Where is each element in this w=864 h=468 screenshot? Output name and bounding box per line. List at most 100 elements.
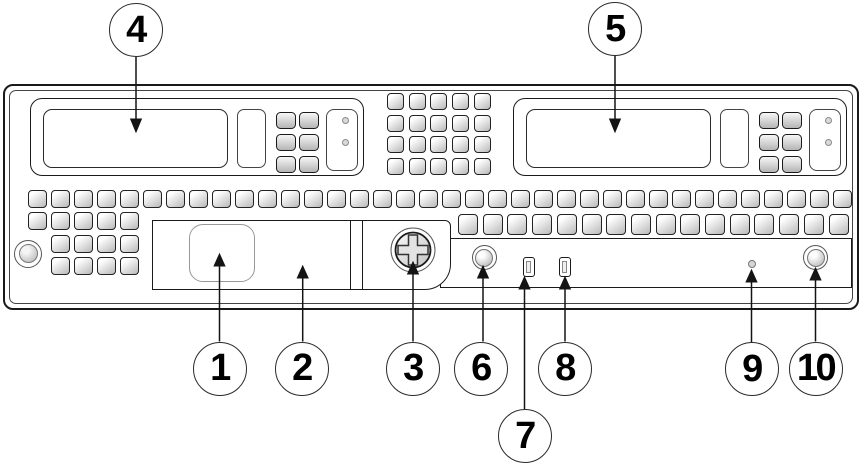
vent-hole xyxy=(51,212,70,231)
display-slot-right xyxy=(720,109,749,168)
vent-hole xyxy=(235,190,254,208)
power-button-cap xyxy=(475,248,493,267)
vent-hole xyxy=(626,190,645,208)
vent-hole xyxy=(787,190,806,208)
callout-label: 3 xyxy=(403,347,424,389)
vent-hole xyxy=(408,136,426,154)
vent-hole xyxy=(754,214,775,235)
callout-1: 1 xyxy=(193,341,247,396)
callout-2: 2 xyxy=(275,341,329,396)
vent-hole xyxy=(51,257,70,276)
vent-hole xyxy=(556,214,577,235)
led-indicator xyxy=(825,139,832,146)
callout-label: 1 xyxy=(210,347,231,389)
thumbscrew-icon xyxy=(390,227,436,273)
vent-hole xyxy=(373,190,392,208)
status-led xyxy=(747,260,756,268)
uid-button-cap xyxy=(806,248,825,267)
vent-hole xyxy=(387,93,404,110)
led-indicator xyxy=(342,139,349,146)
vent-hole xyxy=(387,136,404,154)
vent-hole xyxy=(430,93,448,110)
vent-hole xyxy=(507,214,528,235)
keypad-button xyxy=(276,112,296,129)
display-module-right xyxy=(513,98,847,176)
callout-10: 10 xyxy=(788,341,843,396)
usb-port-1 xyxy=(522,257,535,277)
vent-hole xyxy=(452,114,470,132)
vent-hole xyxy=(473,93,491,110)
vent-hole xyxy=(28,190,47,208)
vent-hole xyxy=(258,190,277,208)
usb-port-contact xyxy=(525,261,531,273)
keypad-button xyxy=(759,134,779,151)
callout-8: 8 xyxy=(538,341,592,396)
keypad-button xyxy=(782,134,802,151)
vent-hole xyxy=(580,190,599,208)
usb-port-contact xyxy=(561,261,567,273)
vent-hole xyxy=(304,190,323,208)
vent-hole xyxy=(649,190,668,208)
keypad-left xyxy=(276,112,319,173)
vent-hole xyxy=(51,190,70,208)
display-screen-left xyxy=(43,109,228,168)
callout-label: 9 xyxy=(742,347,763,390)
keypad-button xyxy=(299,112,319,129)
vent-hole xyxy=(828,214,849,235)
vent-hole xyxy=(387,158,404,176)
vent-hole xyxy=(534,190,553,208)
callout-label: 2 xyxy=(292,347,313,389)
vent-hole xyxy=(97,257,116,276)
vent-hole xyxy=(473,114,491,132)
vent-hole xyxy=(803,214,824,235)
power-button xyxy=(471,245,497,270)
callout-label: 8 xyxy=(555,347,576,389)
vent-hole xyxy=(603,190,622,208)
keypad-button xyxy=(759,112,779,129)
callout-7: 7 xyxy=(498,409,552,463)
chassis-inner-outline xyxy=(9,90,853,304)
callout-label: 5 xyxy=(605,7,626,50)
callout-label: 10 xyxy=(796,347,837,389)
vent-hole xyxy=(97,234,116,253)
vent-hole xyxy=(408,93,426,110)
callout-label: 7 xyxy=(515,414,536,457)
vent-hole xyxy=(458,214,478,235)
bezel-lock-button xyxy=(18,244,38,263)
vent-hole xyxy=(408,158,426,176)
vent-hole xyxy=(97,212,116,231)
usb-port-2 xyxy=(558,257,571,277)
vent-hole xyxy=(779,214,800,235)
vent-hole xyxy=(810,190,829,208)
bay-divider xyxy=(361,220,363,290)
vent-hole xyxy=(281,190,300,208)
vent-hole xyxy=(606,214,627,235)
callout-3: 3 xyxy=(386,341,440,396)
led-panel-right xyxy=(809,109,841,171)
vent-hole xyxy=(655,214,676,235)
vent-hole xyxy=(189,190,208,208)
vent-hole xyxy=(764,190,783,208)
uid-button xyxy=(803,245,828,270)
display-slot-left xyxy=(237,109,266,168)
vent-hole xyxy=(705,214,725,235)
keypad-button xyxy=(276,134,296,151)
display-screen-right xyxy=(526,109,711,168)
vent-hole xyxy=(74,190,93,208)
callout-5: 5 xyxy=(588,2,642,56)
vent-hole xyxy=(350,190,369,208)
vent-hole xyxy=(212,190,231,208)
vent-hole xyxy=(74,234,93,253)
vent-hole xyxy=(74,257,93,276)
vent-hole xyxy=(97,190,116,208)
vent-hole xyxy=(51,234,70,253)
vent-hole xyxy=(120,190,139,208)
keypad-button xyxy=(782,156,802,173)
vent-hole xyxy=(452,136,470,154)
vent-hole xyxy=(532,214,553,235)
vent-hole xyxy=(511,190,530,208)
vent-hole xyxy=(557,190,576,208)
vent-hole xyxy=(672,190,691,208)
bay-divider xyxy=(349,220,351,290)
vent-hole xyxy=(488,190,507,208)
